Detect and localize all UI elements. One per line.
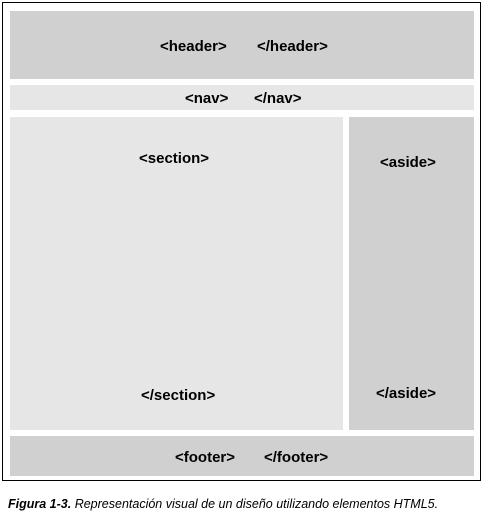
nav-open-tag: <nav> — [185, 90, 229, 107]
footer-close-tag: </footer> — [264, 449, 329, 466]
header-block: <header> </header> — [10, 11, 474, 79]
aside-open-tag: <aside> — [380, 154, 436, 171]
nav-close-tag: </nav> — [254, 90, 302, 107]
header-close-tag: </header> — [257, 38, 328, 55]
nav-block: <nav> </nav> — [10, 85, 474, 110]
footer-block: <footer> </footer> — [10, 436, 474, 476]
section-close-tag: </section> — [141, 387, 216, 404]
section-block: <section> </section> — [10, 117, 343, 430]
figure-caption-text: Representación visual de un diseño utili… — [71, 497, 439, 511]
figure-caption: Figura 1-3. Representación visual de un … — [8, 497, 438, 511]
aside-block: <aside> </aside> — [349, 117, 474, 430]
figure-label: Figura 1-3. — [8, 497, 72, 511]
section-open-tag: <section> — [139, 150, 210, 167]
header-open-tag: <header> — [160, 38, 227, 55]
aside-close-tag: </aside> — [376, 385, 437, 402]
footer-open-tag: <footer> — [175, 449, 236, 466]
